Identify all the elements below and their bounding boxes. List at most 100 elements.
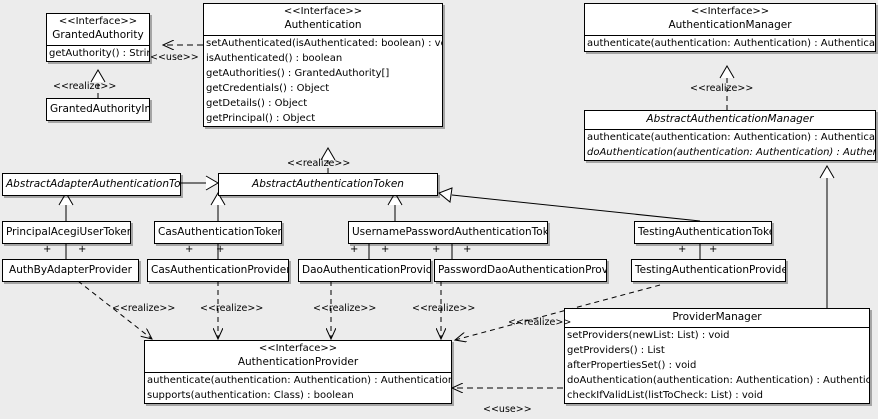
edge-label-realize-abstract-authentication-token: <<realize>> <box>287 158 351 169</box>
class-header: CasAuthenticationToken <box>155 222 281 243</box>
edge-label-realize-dao-authentication-provider: <<realize>> <box>313 303 377 314</box>
method: doAuthentication(authentication: Authent… <box>587 147 875 158</box>
class-header: UsernamePasswordAuthenticationToken <box>349 222 547 243</box>
class-name: ProviderManager <box>672 311 762 323</box>
class-abstract-authentication-manager[interactable]: AbstractAuthenticationManager authentica… <box>584 110 876 161</box>
method: authenticate(authentication: Authenticat… <box>147 375 452 386</box>
method: authenticate(authentication: Authenticat… <box>587 38 876 49</box>
method: getAuthorities() : GrantedAuthority[] <box>206 68 390 79</box>
association-multiplicity-plus: + <box>463 244 472 255</box>
class-testing-authentication-token[interactable]: TestingAuthenticationToken <box>634 221 772 244</box>
class-name: AuthByAdapterProvider <box>9 264 132 276</box>
methods-compartment: authenticate(authentication: Authenticat… <box>585 129 875 160</box>
edge-label-realize-granted-authority-impl: <<realize>> <box>53 81 117 92</box>
class-principal-acegi-user-token[interactable]: PrincipalAcegiUserToken <box>2 221 131 244</box>
edge-label-realize-auth-by-adapter-provider: <<realize>> <box>112 303 176 314</box>
class-authentication[interactable]: <<Interface>> Authentication setAuthenti… <box>203 3 443 127</box>
class-name: PasswordDaoAuthenticationProvider <box>438 264 606 276</box>
class-header: DaoAuthenticationProvider <box>299 260 430 281</box>
class-header: PrincipalAcegiUserToken <box>3 222 130 243</box>
class-name: PrincipalAcegiUserToken <box>6 226 131 238</box>
class-auth-by-adapter-provider[interactable]: AuthByAdapterProvider <box>2 259 139 282</box>
method: setAuthenticated(isAuthenticated: boolea… <box>206 38 443 49</box>
class-cas-authentication-provider[interactable]: CasAuthenticationProvider <box>147 259 289 282</box>
association-multiplicity-plus: + <box>185 244 194 255</box>
class-header: AbstractAuthenticationToken <box>219 174 437 195</box>
class-abstract-authentication-token[interactable]: AbstractAuthenticationToken <box>218 173 438 196</box>
stereotype-label: <<Interface>> <box>690 6 770 17</box>
stereotype-label: <<Interface>> <box>58 16 138 27</box>
class-provider-manager[interactable]: ProviderManager setProviders(newList: Li… <box>564 308 870 404</box>
method: doAuthentication(authentication: Authent… <box>567 375 870 386</box>
association-multiplicity-plus: + <box>381 244 390 255</box>
class-name: AbstractAdapterAuthenticationToken <box>6 178 181 190</box>
method: setProviders(newList: List) : void <box>567 330 730 341</box>
method: getDetails() : Object <box>206 98 308 109</box>
method: getProviders() : List <box>567 345 665 356</box>
method: checkIfValidList(listToCheck: List) : vo… <box>567 390 764 401</box>
class-cas-authentication-token[interactable]: CasAuthenticationToken <box>154 221 282 244</box>
association-multiplicity-plus: + <box>678 244 687 255</box>
class-name: Authentication <box>284 19 362 31</box>
class-username-password-authentication-token[interactable]: UsernamePasswordAuthenticationToken <box>348 221 548 244</box>
method: authenticate(authentication: Authenticat… <box>587 132 876 143</box>
method: afterPropertiesSet() : void <box>567 360 697 371</box>
class-header: <<Interface>> AuthenticationManager <box>585 4 875 35</box>
class-name: UsernamePasswordAuthenticationToken <box>352 226 548 238</box>
class-header: GrantedAuthorityImpl <box>47 99 149 120</box>
class-name: AuthenticationManager <box>668 19 792 31</box>
class-header: TestingAuthenticationProvider <box>632 260 785 281</box>
edge-label-realize-abstract-authentication-manager: <<realize>> <box>690 83 754 94</box>
class-header: AbstractAdapterAuthenticationToken <box>3 174 180 195</box>
class-password-dao-authentication-provider[interactable]: PasswordDaoAuthenticationProvider <box>434 259 607 282</box>
class-header: <<Interface>> GrantedAuthority <box>47 14 149 45</box>
class-name: AbstractAuthenticationToken <box>252 178 404 190</box>
method: getAuthority() : String <box>49 48 150 59</box>
association-multiplicity-plus: + <box>216 244 225 255</box>
class-header: CasAuthenticationProvider <box>148 260 288 281</box>
class-name: DaoAuthenticationProvider <box>302 264 431 276</box>
class-authentication-manager[interactable]: <<Interface>> AuthenticationManager auth… <box>584 3 876 52</box>
edge-label-use-authentication-granted-authority: <<use>> <box>150 52 199 63</box>
edge-label-realize-cas-authentication-provider: <<realize>> <box>200 303 264 314</box>
class-header: TestingAuthenticationToken <box>635 222 771 243</box>
class-name: TestingAuthenticationProvider <box>635 264 786 276</box>
class-name: GrantedAuthorityImpl <box>50 103 149 115</box>
methods-compartment: authenticate(authentication: Authenticat… <box>585 35 875 51</box>
class-header: AuthByAdapterProvider <box>3 260 138 281</box>
association-multiplicity-plus: + <box>350 244 359 255</box>
edge-label-realize-provider-manager: <<realize>> <box>508 317 572 328</box>
association-multiplicity-plus: + <box>43 244 52 255</box>
class-name: TestingAuthenticationToken <box>638 226 772 238</box>
class-header: AbstractAuthenticationManager <box>585 111 875 129</box>
class-header: ProviderManager <box>565 309 869 327</box>
class-testing-authentication-provider[interactable]: TestingAuthenticationProvider <box>631 259 786 282</box>
methods-compartment: getAuthority() : String <box>47 45 149 61</box>
method: getPrincipal() : Object <box>206 113 316 124</box>
stereotype-label: <<Interface>> <box>258 343 338 354</box>
class-authentication-provider[interactable]: <<Interface>> AuthenticationProvider aut… <box>144 340 452 404</box>
association-multiplicity-plus: + <box>78 244 87 255</box>
association-multiplicity-plus: + <box>432 244 441 255</box>
method: supports(authentication: Class) : boolea… <box>147 390 354 401</box>
method: getCredentials() : Object <box>206 83 330 94</box>
association-multiplicity-plus: + <box>709 244 718 255</box>
edge-label-use-provider-manager: <<use>> <box>483 404 532 415</box>
edge-label-realize-password-dao-authentication-provider: <<realize>> <box>412 303 476 314</box>
class-dao-authentication-provider[interactable]: DaoAuthenticationProvider <box>298 259 431 282</box>
class-header: <<Interface>> AuthenticationProvider <box>145 341 451 372</box>
class-name: GrantedAuthority <box>52 29 144 41</box>
class-name: AbstractAuthenticationManager <box>646 113 814 125</box>
class-header: <<Interface>> Authentication <box>204 4 442 35</box>
class-name: CasAuthenticationToken <box>158 226 282 238</box>
methods-compartment: setAuthenticated(isAuthenticated: boolea… <box>204 35 442 126</box>
method: isAuthenticated() : boolean <box>206 53 343 64</box>
class-header: PasswordDaoAuthenticationProvider <box>435 260 606 281</box>
class-name: AuthenticationProvider <box>237 356 359 368</box>
class-granted-authority-impl[interactable]: GrantedAuthorityImpl <box>46 98 150 121</box>
class-abstract-adapter-authentication-token[interactable]: AbstractAdapterAuthenticationToken <box>2 173 181 196</box>
class-name: CasAuthenticationProvider <box>151 264 289 276</box>
class-granted-authority[interactable]: <<Interface>> GrantedAuthority getAuthor… <box>46 13 150 62</box>
methods-compartment: authenticate(authentication: Authenticat… <box>145 372 451 403</box>
